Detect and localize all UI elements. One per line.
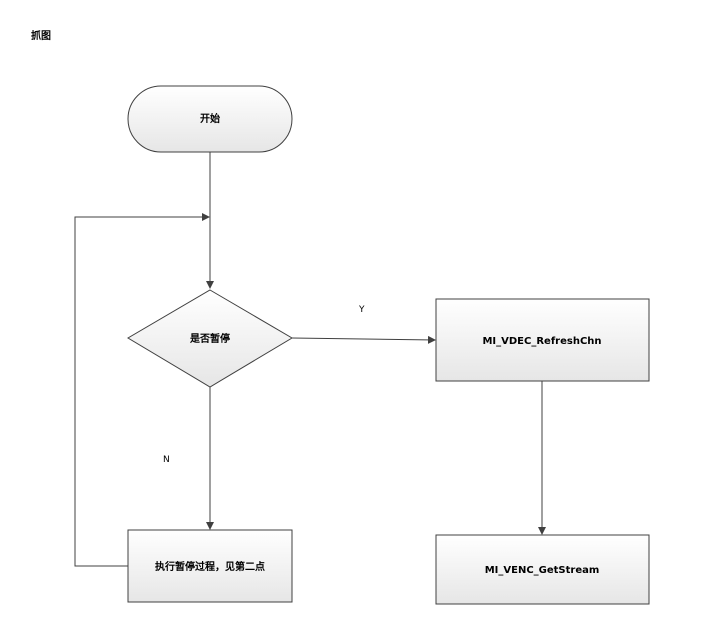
decision-node: 是否暂停	[127, 289, 293, 388]
refresh-node-label: MI_VDEC_RefreshChn	[482, 336, 601, 347]
get-stream-node-label: MI_VENC_GetStream	[485, 565, 600, 576]
edge-label-yes: Y	[358, 305, 365, 315]
connector-decision-to-refresh	[291, 335, 436, 344]
pause-process-node: 执行暂停过程，见第二点	[127, 529, 293, 603]
pause-process-node-label: 执行暂停过程，见第二点	[155, 560, 265, 573]
refresh-node: MI_VDEC_RefreshChn	[435, 298, 650, 382]
connector-loop-back	[74, 213, 210, 567]
start-node-label: 开始	[200, 112, 220, 125]
start-node: 开始	[127, 85, 293, 153]
page-title: 抓图	[31, 31, 51, 42]
decision-node-label: 是否暂停	[189, 332, 230, 345]
get-stream-node: MI_VENC_GetStream	[435, 534, 650, 605]
edge-label-no: N	[163, 455, 170, 465]
